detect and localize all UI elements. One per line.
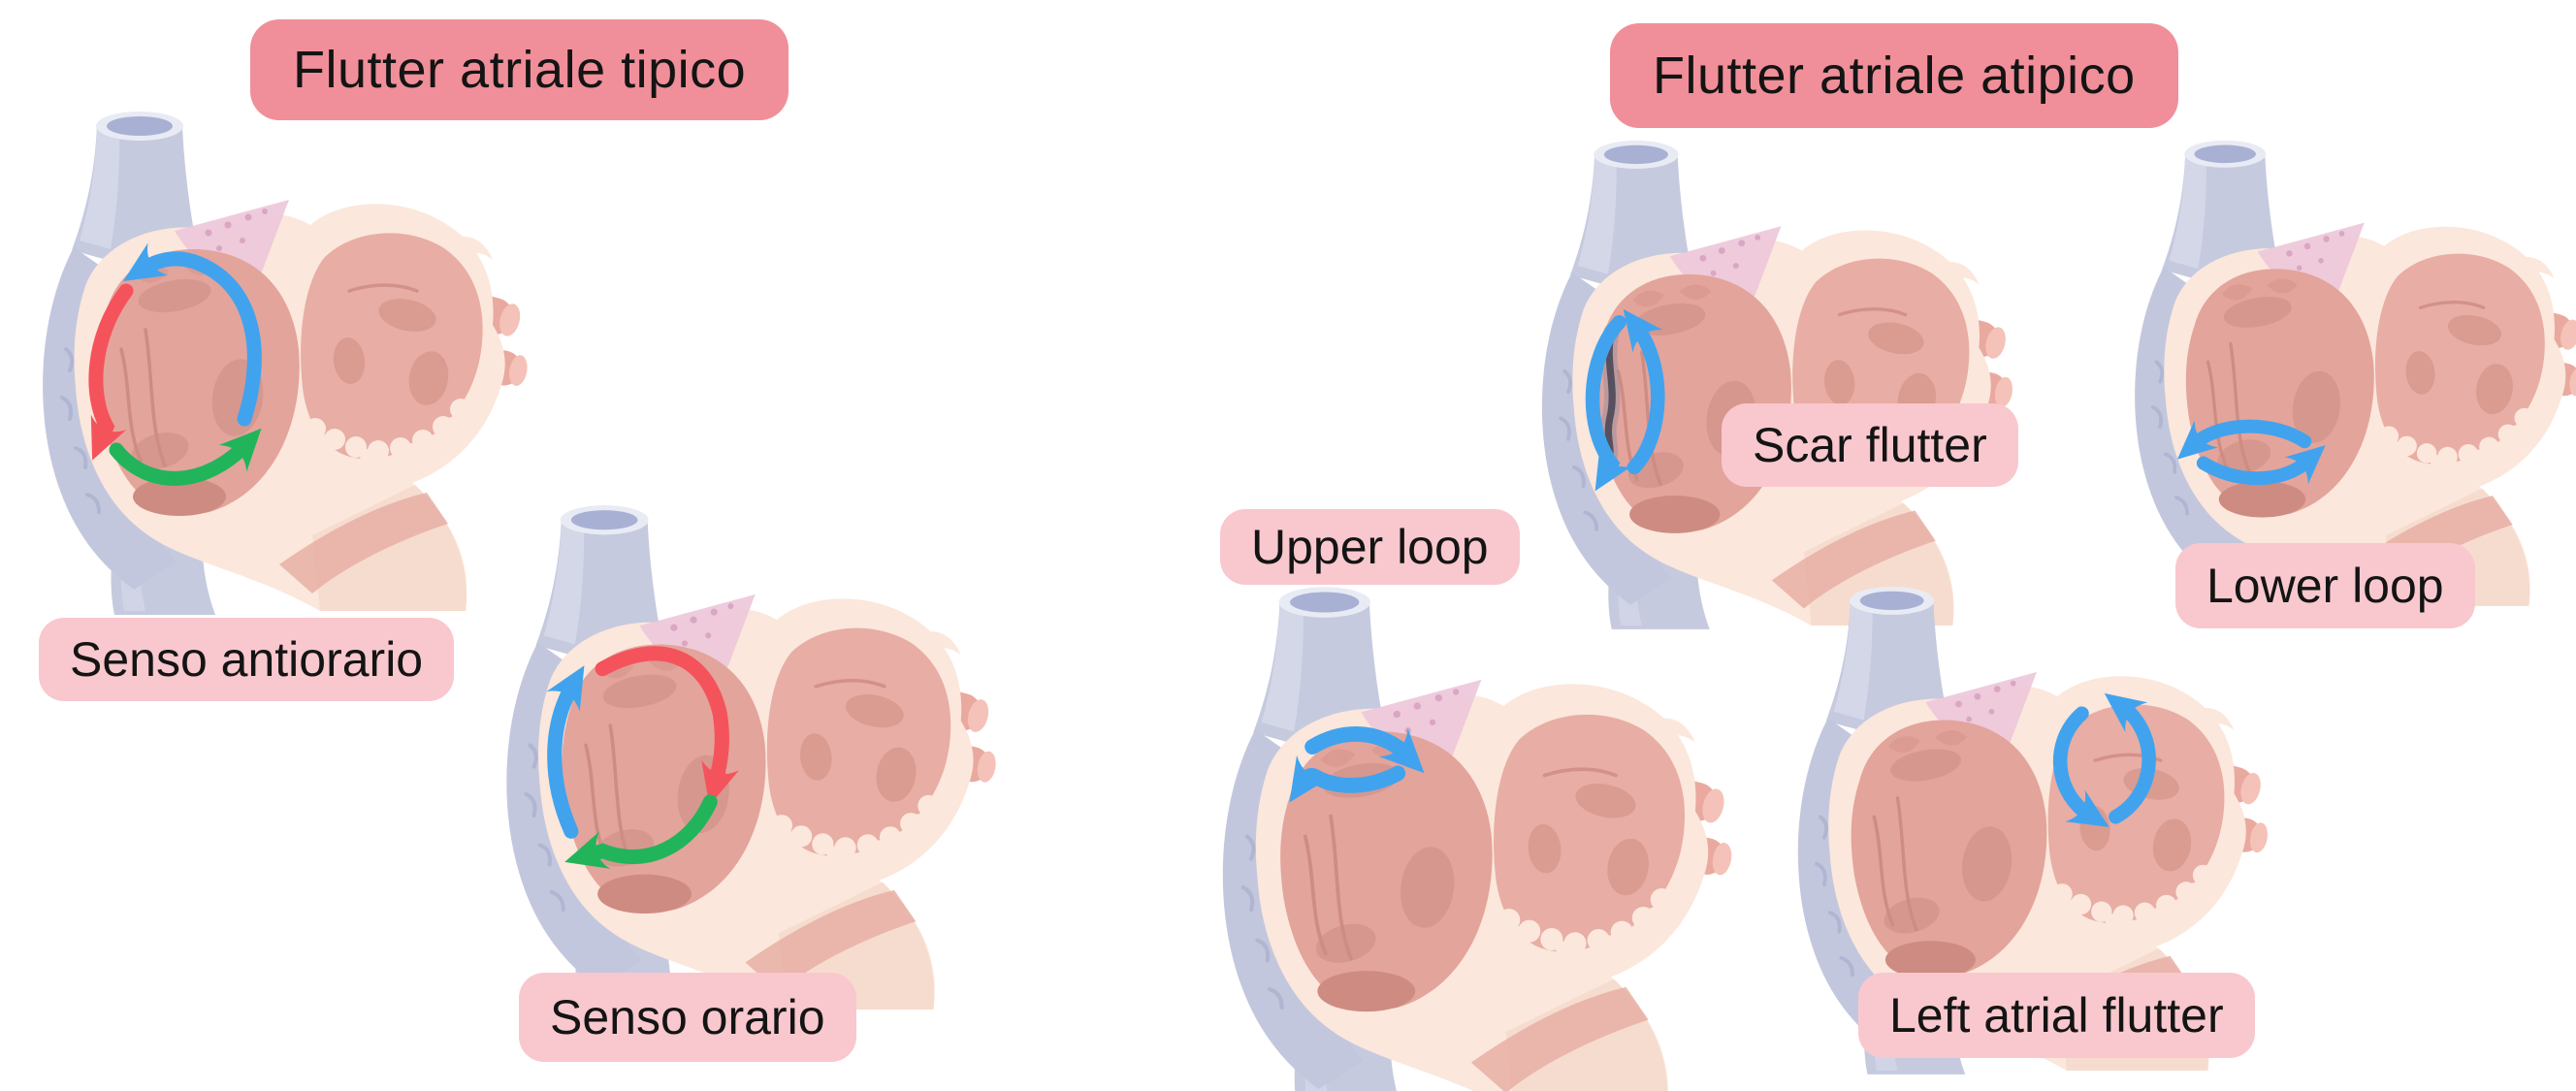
- heart-anatomy: [1223, 587, 1734, 1091]
- section-title-atypical: Flutter atriale atipico: [1610, 23, 2178, 128]
- heart-anatomy: [2133, 138, 2576, 612]
- counterclockwise-circuit-arrows: [88, 242, 262, 486]
- arrow-blue-icon: [1623, 308, 1665, 475]
- arrow-green-icon: [564, 794, 718, 869]
- atrial-scar-mark: [1600, 323, 1621, 465]
- heart-illustration-lower-loop: [2133, 138, 2576, 612]
- arrow-blue-icon: [2176, 419, 2312, 460]
- label-senso-orario: Senso orario: [519, 973, 856, 1062]
- scar-loop-arrows: [1585, 308, 1665, 492]
- arrow-red-icon: [88, 283, 134, 461]
- arrow-red-icon: [595, 646, 739, 806]
- arrow-blue-icon: [1304, 726, 1425, 774]
- label-left-atrial-flutter: Left atrial flutter: [1858, 973, 2255, 1058]
- heart-illustration-senso-antiorario: [41, 110, 532, 617]
- heart-illustration-upper-loop: [1208, 582, 1718, 1091]
- heart-illustration-left-atrial-flutter: [1795, 584, 2272, 1076]
- arrow-blue-icon: [1585, 315, 1632, 492]
- arrow-blue-icon: [2104, 692, 2156, 824]
- lower-loop-arrows: [2176, 419, 2326, 486]
- arrow-green-icon: [109, 428, 262, 486]
- heart-illustration-scar-flutter: [1539, 138, 2017, 631]
- label-scar-flutter: Scar flutter: [1722, 403, 2018, 487]
- arrow-blue-icon: [546, 665, 585, 839]
- label-senso-antiorario: Senso antiorario: [39, 618, 455, 701]
- label-upper-loop: Upper loop: [1220, 509, 1520, 585]
- section-title-typical: Flutter atriale tipico: [250, 19, 789, 120]
- arrow-blue-icon: [122, 242, 262, 427]
- upper-loop-arrows: [1289, 726, 1425, 803]
- left-atrial-loop-arrows: [2052, 692, 2156, 827]
- heart-anatomy: [506, 505, 998, 1013]
- clockwise-circuit-arrows: [546, 646, 739, 869]
- arrow-blue-icon: [2052, 706, 2109, 827]
- arrow-blue-icon: [1289, 754, 1406, 803]
- label-lower-loop: Lower loop: [2175, 543, 2475, 628]
- heart-illustration-senso-orario: [493, 500, 982, 1010]
- arrow-blue-icon: [2196, 445, 2326, 486]
- heart-anatomy: [41, 110, 532, 617]
